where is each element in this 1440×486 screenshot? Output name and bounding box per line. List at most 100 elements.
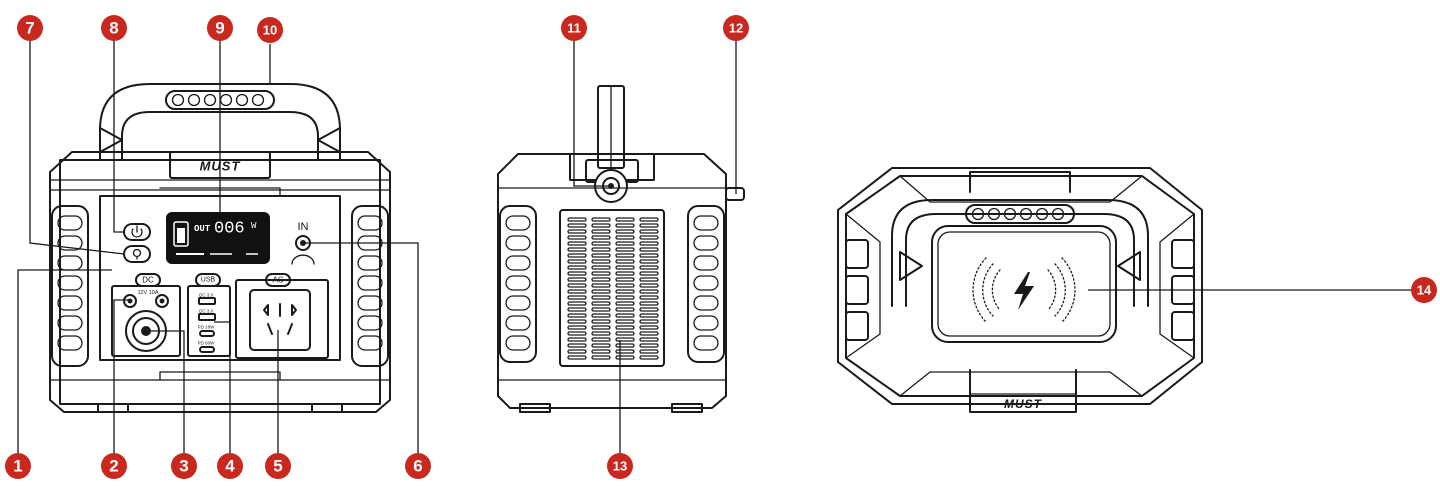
- usb-a-qc-port-2[interactable]: [198, 313, 216, 321]
- vent-slot: [639, 301, 659, 306]
- callout-10: 10: [257, 17, 283, 43]
- screen-out-label: OUT: [194, 224, 211, 234]
- vent-slot: [567, 307, 587, 312]
- vent-slot: [591, 271, 611, 276]
- vent-slot: [567, 229, 587, 234]
- vent-slot: [639, 259, 659, 264]
- callout-badges: 1 2 3 4 5 6 7 8 9 10 11 12 13 14: [5, 15, 1437, 479]
- vent-slot: [591, 217, 611, 222]
- vent-slot: [591, 265, 611, 270]
- svg-text:5: 5: [273, 457, 282, 476]
- vent-slot: [567, 223, 587, 228]
- vent-slot: [591, 355, 611, 360]
- vent-slot: [591, 343, 611, 348]
- vent-slot: [591, 277, 611, 282]
- vent-slot: [591, 235, 611, 240]
- vent-slot: [639, 325, 659, 330]
- dc-5521-port-left[interactable]: [123, 294, 137, 308]
- vent-slot: [615, 325, 635, 330]
- callout-11: 11: [561, 15, 587, 41]
- usb-c-pd-port-1[interactable]: [199, 330, 215, 337]
- vent-slot: [591, 223, 611, 228]
- vent-slot: [615, 349, 635, 354]
- vent-slot: [639, 271, 659, 276]
- vent-slot: [615, 259, 635, 264]
- vent-slot: [591, 247, 611, 252]
- vent-slot: [639, 283, 659, 288]
- callout-4: 4: [217, 453, 243, 479]
- dc-section: DC 12V 10A: [111, 273, 181, 357]
- callout-1: 1: [5, 453, 31, 479]
- side-body-outline: [497, 153, 727, 409]
- vent-slot: [639, 313, 659, 318]
- callout-5: 5: [265, 453, 291, 479]
- svg-text:3: 3: [179, 457, 188, 476]
- dc-label: DC: [142, 276, 154, 285]
- right-side-grip: [351, 205, 389, 367]
- vent-slot: [567, 283, 587, 288]
- svg-text:14: 14: [1417, 283, 1432, 298]
- vent-slot: [615, 337, 635, 342]
- side-stub: [725, 187, 745, 201]
- side-left-grip: [499, 205, 537, 363]
- svg-text:1: 1: [13, 457, 22, 476]
- vent-slot: [639, 217, 659, 222]
- vent-slot: [567, 355, 587, 360]
- callout-2: 2: [101, 453, 127, 479]
- vent-slot: [591, 337, 611, 342]
- vent-slot: [567, 277, 587, 282]
- vent-slot: [639, 241, 659, 246]
- qc-port-2-label: QC 3.0: [199, 309, 214, 314]
- ac-outlet[interactable]: [249, 289, 311, 351]
- vent-slot: [615, 271, 635, 276]
- light-button[interactable]: [123, 245, 151, 263]
- vent-slot: [591, 229, 611, 234]
- callout-13: 13: [607, 453, 633, 479]
- vent-slot: [615, 331, 635, 336]
- svg-text:13: 13: [613, 459, 627, 474]
- vent-slot: [567, 325, 587, 330]
- vent-slot: [567, 349, 587, 354]
- usb-a-qc-port-1[interactable]: [198, 297, 216, 305]
- svg-text:7: 7: [25, 19, 34, 38]
- vent-slot: [639, 319, 659, 324]
- callout-3: 3: [171, 453, 197, 479]
- vent-slot: [591, 283, 611, 288]
- vent-slot: [567, 235, 587, 240]
- vent-slot: [639, 295, 659, 300]
- in-label: IN: [298, 221, 309, 233]
- screen-unit: W: [251, 221, 257, 231]
- vent-slot: [639, 337, 659, 342]
- svg-text:10: 10: [263, 23, 277, 38]
- side-view: [497, 85, 745, 413]
- vent-slot: [567, 265, 587, 270]
- vent-slot: [615, 277, 635, 282]
- svg-text:4: 4: [225, 457, 235, 476]
- screen-value: 006: [214, 220, 245, 239]
- dc-5521-port-right[interactable]: [155, 294, 169, 308]
- vent-slot: [639, 331, 659, 336]
- callout-12: 12: [723, 15, 749, 41]
- svg-text:2: 2: [109, 457, 118, 476]
- vent-slot: [639, 289, 659, 294]
- pd-port-2-label: PD 60W: [198, 341, 216, 346]
- vent-slot: [567, 289, 587, 294]
- vent-slot: [615, 217, 635, 222]
- vent-slot: [639, 277, 659, 282]
- wireless-charging-pad[interactable]: [931, 225, 1117, 343]
- pd-port-1-label: PD 18W: [198, 325, 216, 330]
- leader-lines: [17, 30, 1424, 464]
- usb-c-pd-port-2[interactable]: [199, 346, 215, 353]
- top-led-dots: [965, 204, 1075, 224]
- vent-slot: [639, 265, 659, 270]
- vent-slot: [591, 295, 611, 300]
- vent-slot: [567, 295, 587, 300]
- callout-9: 9: [207, 15, 233, 41]
- vent-slot: [615, 355, 635, 360]
- vent-slot: [639, 235, 659, 240]
- vent-slot: [591, 325, 611, 330]
- vent-slot: [615, 319, 635, 324]
- power-button[interactable]: [123, 223, 151, 241]
- vent-slot: [591, 259, 611, 264]
